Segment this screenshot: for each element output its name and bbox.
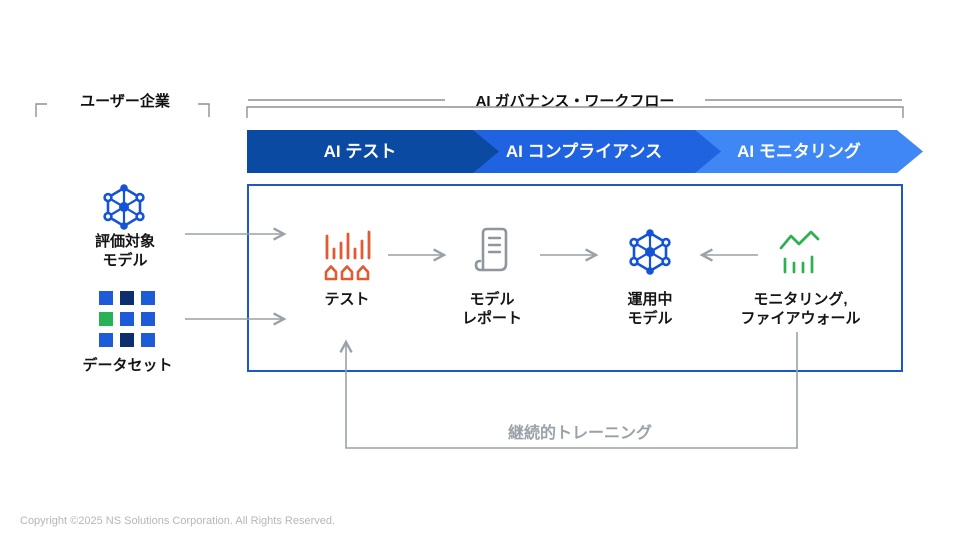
stage-label-ai-test: AI テスト	[323, 142, 397, 161]
dataset-grid-icon	[99, 291, 155, 347]
model-report-scroll-icon	[474, 227, 508, 272]
model-network-icon	[103, 184, 145, 230]
continuous-training-label: 継続的トレーニング	[507, 425, 652, 442]
copyright-text: Copyright ©2025 NS Solutions Corporation…	[20, 515, 336, 527]
evaluation-model-label-line1: 評価対象	[94, 233, 155, 250]
stage-chevron-compliance	[467, 130, 721, 173]
stage-chevron-banner	[247, 130, 923, 173]
monitoring-label-line2: ファイアウォール	[740, 310, 861, 327]
dataset-label: データセット	[82, 357, 173, 374]
evaluation-model-label-line2: モデル	[102, 252, 148, 269]
model-report-label: モデル レポート	[442, 290, 542, 328]
evaluation-model-label: 評価対象 モデル	[55, 232, 195, 270]
model-report-label-line2: レポート	[461, 310, 522, 327]
model-report-label-line1: モデル	[469, 291, 515, 308]
monitoring-chart-icon	[779, 230, 820, 274]
operating-model-label-line2: モデル	[627, 310, 673, 327]
stage-label-ai-compliance: AI コンプライアンス	[505, 142, 663, 161]
monitoring-label: モニタリング, ファイアウォール	[728, 290, 873, 328]
operating-model-label-line1: 運用中	[627, 291, 673, 308]
stage-chevron-test	[247, 130, 499, 173]
test-bars-icon	[324, 230, 371, 281]
stage-label-ai-monitoring: AI モニタリング	[737, 142, 861, 161]
user-company-title: ユーザー企業	[80, 93, 170, 110]
operating-model-label: 運用中 モデル	[600, 290, 700, 328]
operating-model-network-icon	[629, 229, 671, 275]
monitoring-label-line1: モニタリング,	[753, 291, 848, 308]
workflow-title: AI ガバナンス・ワークフロー	[475, 93, 675, 110]
test-step-label: テスト	[324, 291, 370, 308]
stage-chevron-monitoring	[689, 130, 923, 173]
